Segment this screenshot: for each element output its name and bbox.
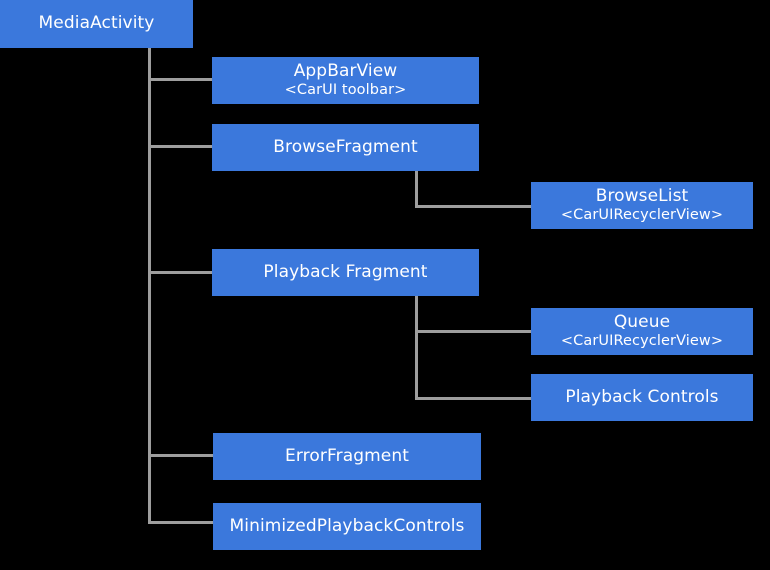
node-subtitle: <CarUIRecyclerView> — [560, 207, 724, 224]
node-app-bar-view[interactable]: AppBarView <CarUI toolbar> — [212, 57, 479, 104]
node-playback-fragment[interactable]: Playback Fragment — [212, 249, 479, 296]
edge-media-activity-to-playback-fragment — [148, 271, 214, 274]
edge-playback-fragment-to-playback-controls — [415, 397, 533, 400]
node-title: BrowseFragment — [273, 136, 418, 157]
edge-media-activity-trunk — [148, 47, 151, 524]
node-subtitle: <CarUI toolbar> — [284, 82, 407, 99]
node-title: MinimizedPlaybackControls — [229, 515, 465, 536]
node-error-fragment[interactable]: ErrorFragment — [213, 433, 481, 480]
node-media-activity[interactable]: MediaActivity — [0, 0, 193, 48]
node-queue[interactable]: Queue <CarUIRecyclerView> — [531, 308, 753, 355]
edge-browse-fragment-trunk — [415, 171, 418, 208]
node-minimized-playback-controls[interactable]: MinimizedPlaybackControls — [213, 503, 481, 550]
edge-playback-fragment-trunk — [415, 295, 418, 400]
edge-media-activity-to-browse-fragment — [148, 145, 214, 148]
edge-media-activity-to-error-fragment — [148, 454, 214, 457]
node-title: AppBarView — [293, 61, 398, 82]
node-subtitle: <CarUIRecyclerView> — [560, 333, 724, 350]
node-title: BrowseList — [595, 186, 689, 207]
edge-playback-fragment-to-queue — [415, 330, 533, 333]
edge-browse-fragment-to-browse-list — [415, 205, 533, 208]
node-title: Playback Controls — [565, 386, 719, 407]
node-browse-fragment[interactable]: BrowseFragment — [212, 124, 479, 171]
edge-media-activity-to-minimized-playback-controls — [148, 521, 214, 524]
node-browse-list[interactable]: BrowseList <CarUIRecyclerView> — [531, 182, 753, 229]
node-playback-controls[interactable]: Playback Controls — [531, 374, 753, 421]
node-title: ErrorFragment — [285, 445, 409, 466]
edge-media-activity-to-app-bar-view — [148, 78, 214, 81]
node-title: Queue — [613, 312, 671, 333]
node-title: MediaActivity — [38, 13, 155, 34]
node-title: Playback Fragment — [263, 261, 428, 282]
